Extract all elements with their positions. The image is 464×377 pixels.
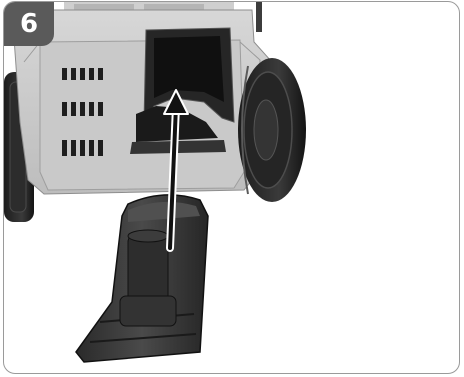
instruction-panel: 6 — [3, 1, 460, 374]
mower-illustration — [4, 2, 460, 374]
grass-deflector-flap — [76, 195, 208, 362]
right-wheel — [238, 58, 306, 202]
step-number-badge: 6 — [4, 2, 54, 46]
